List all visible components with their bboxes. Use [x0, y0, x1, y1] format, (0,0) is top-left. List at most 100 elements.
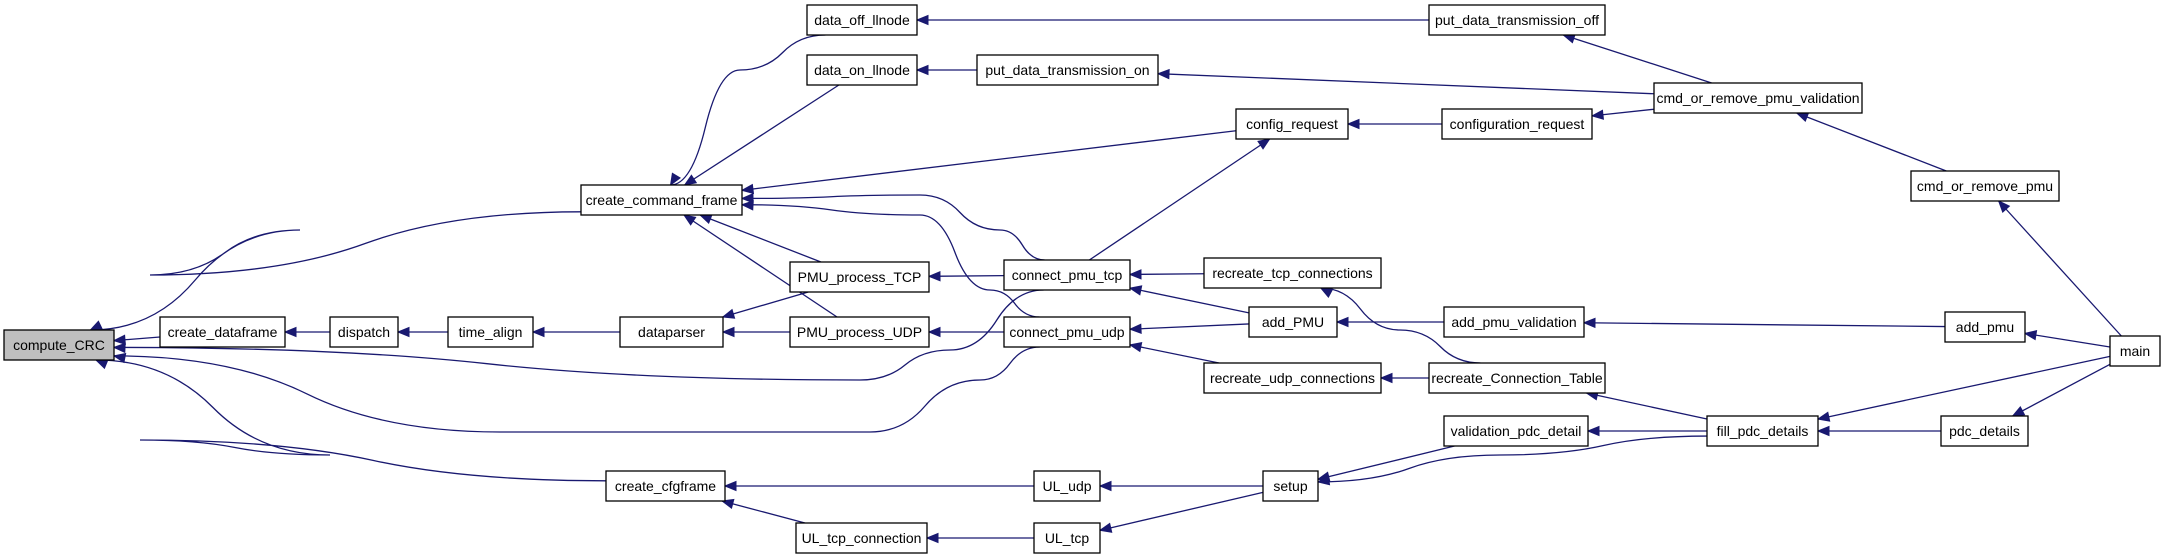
node-box[interactable] [1944, 311, 2026, 343]
node-box[interactable] [1262, 470, 1319, 502]
edge-recreate_udp_connections-to-connect_pmu_udp [1128, 342, 1220, 364]
arrow-head [94, 359, 109, 370]
edge-line [928, 274, 1005, 277]
node-box[interactable] [159, 316, 286, 348]
arrow-head [683, 174, 698, 186]
node-connect_pmu_tcp[interactable]: connect_pmu_tcp [1003, 259, 1131, 291]
node-box[interactable] [806, 4, 918, 36]
node-dataparser[interactable]: dataparser [619, 316, 724, 348]
arrow-head [2011, 405, 2026, 417]
arrow-head [112, 334, 126, 345]
node-box[interactable] [3, 329, 115, 361]
node-box[interactable] [1428, 4, 1606, 36]
node-box[interactable] [619, 316, 724, 348]
node-box[interactable] [580, 184, 743, 216]
node-configuration_request[interactable]: configuration_request [1441, 108, 1593, 140]
edge-main-to-cmd_or_remove_pmu [1997, 200, 2122, 337]
arrow-head [531, 326, 545, 338]
node-box[interactable] [1203, 362, 1382, 394]
node-box[interactable] [976, 54, 1159, 86]
node-validation_pdc_detail[interactable]: validation_pdc_detail [1443, 415, 1589, 447]
node-box[interactable] [1706, 415, 1819, 447]
node-add_pmu_validation[interactable]: add_pmu_validation [1443, 306, 1585, 338]
edge-setup-to-UL_udp [1098, 480, 1263, 492]
node-create_cfgframe[interactable]: create_cfgframe [605, 470, 726, 502]
edge-main-to-fill_pdc_details [1816, 355, 2111, 422]
node-box[interactable] [1033, 470, 1101, 502]
edge-PMU_process_UDP-to-create_command_frame [682, 214, 838, 318]
node-create_command_frame[interactable]: create_command_frame [580, 184, 743, 216]
edge-fill_pdc_details-to-validation_pdc_detail [1586, 425, 1707, 437]
node-box[interactable] [2109, 335, 2161, 367]
node-box[interactable] [329, 316, 399, 348]
edge-cmd_or_remove_pmu_validation-to-configuration_request [1590, 108, 1655, 120]
node-cmd_or_remove_pmu_validation[interactable]: cmd_or_remove_pmu_validation [1653, 82, 1863, 114]
arrow-head [89, 320, 104, 331]
node-add_pmu[interactable]: add_pmu [1944, 311, 2026, 343]
edge-dispatch-to-create_dataframe [283, 326, 330, 338]
node-recreate_tcp_connections[interactable]: recreate_tcp_connections [1203, 257, 1382, 289]
node-PMU_process_UDP[interactable]: PMU_process_UDP [789, 316, 930, 348]
node-recreate_udp_connections[interactable]: recreate_udp_connections [1203, 362, 1382, 394]
arrow-head [1335, 316, 1349, 328]
node-box[interactable] [1248, 306, 1338, 338]
node-box[interactable] [1003, 259, 1131, 291]
edge-add_PMU-to-connect_pmu_udp [1128, 323, 1250, 334]
arrow-head [2023, 330, 2038, 341]
node-cmd_or_remove_pmu[interactable]: cmd_or_remove_pmu [1910, 170, 2060, 202]
node-recreate_Connection_Table[interactable]: recreate_Connection_Table [1428, 362, 1606, 394]
node-pdc_details[interactable]: pdc_details [1940, 415, 2029, 447]
node-box[interactable] [1441, 108, 1593, 140]
edge-recreate_Connection_Table-to-recreate_udp_connections [1379, 372, 1429, 384]
node-UL_tcp_connection[interactable]: UL_tcp_connection [795, 522, 928, 554]
node-box[interactable] [789, 316, 930, 348]
node-data_on_llnode[interactable]: data_on_llnode [806, 54, 918, 86]
node-box[interactable] [1428, 362, 1606, 394]
node-box[interactable] [1443, 306, 1585, 338]
arrow-head [1128, 269, 1142, 280]
edge-main-to-pdc_details [2011, 363, 2111, 417]
node-data_off_llnode[interactable]: data_off_llnode [806, 4, 918, 36]
node-box[interactable] [1443, 415, 1589, 447]
node-box[interactable] [1910, 170, 2060, 202]
node-dispatch[interactable]: dispatch [329, 316, 399, 348]
node-label: validation_pdc_detail [1451, 423, 1582, 439]
node-add_PMU[interactable]: add_PMU [1248, 306, 1338, 338]
node-box[interactable] [795, 522, 928, 554]
node-box[interactable] [1940, 415, 2029, 447]
node-label: time_align [459, 324, 523, 340]
node-label: add_pmu_validation [1451, 314, 1576, 330]
edge-cmd_or_remove_pmu_validation-to-put_data_transmission_on [1156, 68, 1655, 95]
node-box[interactable] [1235, 108, 1349, 140]
node-fill_pdc_details[interactable]: fill_pdc_details [1706, 415, 1819, 447]
arrow-head [698, 214, 713, 225]
node-box[interactable] [806, 54, 918, 86]
arrow-head [915, 14, 929, 26]
node-box[interactable] [605, 470, 726, 502]
node-PMU_process_TCP[interactable]: PMU_process_TCP [789, 261, 930, 293]
node-box[interactable] [1003, 316, 1131, 348]
node-label: UL_udp [1042, 478, 1091, 494]
node-compute_CRC[interactable]: compute_CRC [3, 329, 115, 361]
node-UL_udp[interactable]: UL_udp [1033, 470, 1101, 502]
edge-line [670, 34, 826, 186]
node-label: connect_pmu_udp [1009, 324, 1124, 340]
node-box[interactable] [447, 316, 534, 348]
node-put_data_transmission_on[interactable]: put_data_transmission_on [976, 54, 1159, 86]
node-create_dataframe[interactable]: create_dataframe [159, 316, 286, 348]
node-time_align[interactable]: time_align [447, 316, 534, 348]
node-UL_tcp[interactable]: UL_tcp [1033, 522, 1101, 554]
edge-line [1317, 445, 1455, 480]
nodes-layer: compute_CRC create_dataframe dispatch time_… [3, 4, 2161, 554]
edge-line [1129, 323, 1250, 330]
node-box[interactable] [1203, 257, 1382, 289]
node-put_data_transmission_off[interactable]: put_data_transmission_off [1428, 4, 1606, 36]
node-main[interactable]: main [2109, 335, 2161, 367]
node-box[interactable] [1033, 522, 1101, 554]
node-label: main [2120, 343, 2150, 359]
node-config_request[interactable]: config_request [1235, 108, 1349, 140]
node-box[interactable] [789, 261, 930, 293]
node-box[interactable] [1653, 82, 1863, 114]
node-connect_pmu_udp[interactable]: connect_pmu_udp [1003, 316, 1131, 348]
node-setup[interactable]: setup [1262, 470, 1319, 502]
